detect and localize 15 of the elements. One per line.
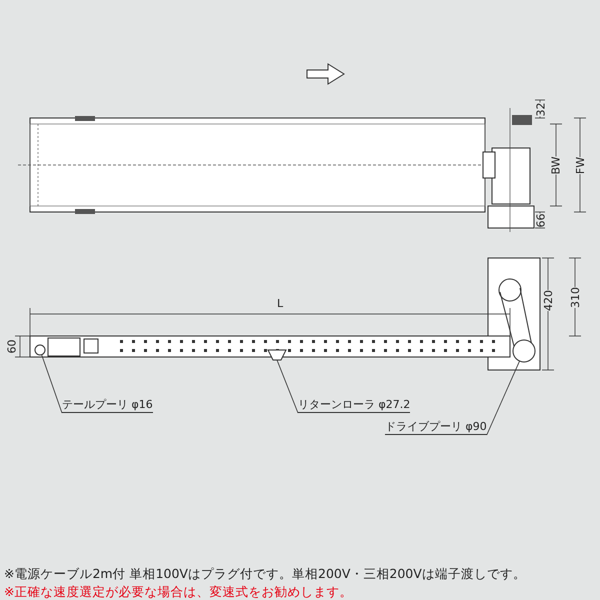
dimension-label: 32 — [534, 102, 548, 116]
dimension-label: L — [277, 296, 284, 310]
callout-label: リターンローラ φ27.2 — [298, 398, 410, 413]
pulley-symbol — [512, 340, 536, 362]
dimension-label: 66 — [534, 213, 548, 227]
dimension-label: 420 — [542, 290, 554, 310]
dimension-label: 60 — [6, 339, 18, 353]
roller-bracket — [267, 350, 287, 360]
callout-label: ドライブプーリ φ90 — [385, 420, 487, 435]
leader-line — [276, 360, 298, 414]
callout-label: テールプーリ φ16 — [62, 398, 153, 413]
dimension-label: 310 — [568, 286, 582, 308]
leader-line — [41, 354, 62, 414]
dimension-label: FW — [574, 156, 587, 174]
leader-line — [486, 360, 520, 436]
